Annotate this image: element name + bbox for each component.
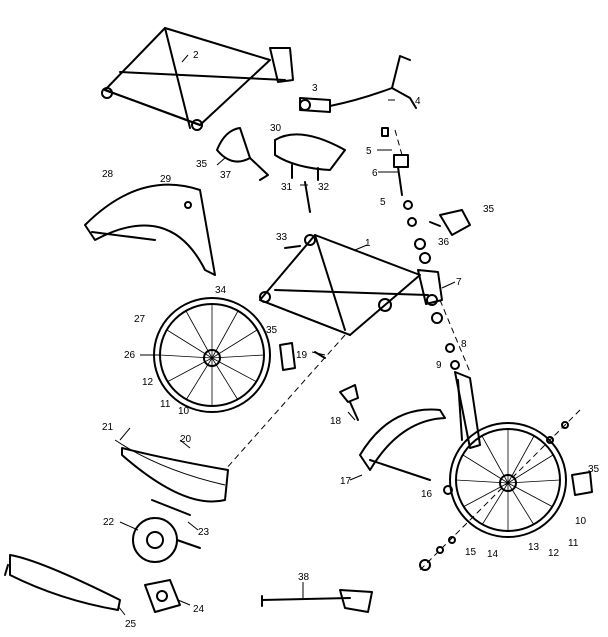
label-chainwheel: 22 — [103, 517, 115, 528]
label-axle-assembly: 15 — [465, 547, 477, 558]
label-hub-shell-front: 12 — [548, 548, 560, 559]
label-headset-lower: 5 — [380, 197, 386, 208]
front-wheel-spokes — [455, 429, 561, 531]
label-crank-pin: 23 — [198, 527, 210, 538]
label-spoke-rear: 11 — [160, 399, 171, 410]
front-fender-part — [359, 408, 446, 481]
reflector-front-part — [571, 471, 593, 496]
label-seat-post-left: 31 — [281, 182, 293, 193]
label-spoke-front: 13 — [528, 542, 540, 553]
bolt-part — [284, 245, 301, 249]
reflector-right-part — [429, 209, 471, 236]
fork-bearing-part — [445, 343, 460, 370]
label-reflector-left: 35 — [196, 159, 208, 170]
label-stem: 6 — [372, 168, 378, 179]
chainwheel-part — [132, 517, 201, 563]
kickstand-part — [339, 384, 359, 421]
chain-guard-part — [114, 439, 229, 503]
seat-post-part — [304, 181, 311, 213]
main-frame-part — [259, 234, 443, 336]
label-fork-bearing: 8 — [461, 339, 467, 350]
assembly-lines — [224, 129, 581, 571]
label-axle-nut-front: 11 — [568, 538, 579, 549]
label-bearing-set: 7 — [456, 277, 462, 288]
handlebar-part — [299, 55, 417, 113]
label-handlebar-grip: 3 — [312, 83, 318, 94]
pedal-part — [144, 579, 181, 613]
label-wheel-rim-rear: 34 — [215, 285, 227, 296]
label-axle-nut-rear: 12 — [142, 377, 154, 388]
headset-stack-part — [381, 127, 417, 227]
label-bolt: 33 — [276, 232, 288, 243]
label-fender-front: 17 — [340, 476, 352, 487]
label-wheel-rear: 10 — [178, 406, 190, 417]
label-fender-rear-top: 28 — [102, 169, 114, 180]
crank-arm-part — [4, 554, 121, 611]
reflector-left-part — [216, 127, 269, 181]
label-pedal-crank-small: 37 — [220, 170, 232, 181]
label-pedal: 24 — [193, 604, 205, 615]
label-hub-front: 16 — [421, 489, 433, 500]
label-wheel-front: 10 — [575, 516, 587, 527]
axle-assembly-part — [419, 421, 569, 571]
rear-wheel-part — [153, 297, 271, 413]
label-chain-guard: 20 — [180, 434, 192, 445]
label-frame-main: 1 — [365, 238, 371, 249]
label-fork-nut: 9 — [436, 360, 442, 371]
label-crank-arm: 25 — [125, 619, 137, 630]
label-fender-rear-mid: 29 — [160, 174, 172, 185]
label-wheel-tire-rear: 27 — [134, 314, 146, 325]
label-brake-block: 19 — [296, 350, 308, 361]
label-handlebar: 4 — [415, 96, 421, 107]
saddle-part — [274, 133, 346, 181]
label-kickstand: 18 — [330, 416, 342, 427]
label-reflector-bracket: 36 — [438, 237, 450, 248]
fork-part — [454, 371, 481, 449]
leader-lines — [117, 54, 456, 616]
brake-rod-part — [261, 589, 373, 613]
crank-pin-part — [151, 499, 191, 516]
part-labels: 2 3 4 30 5 35 6 37 31 32 5 28 29 35 33 3… — [102, 50, 600, 630]
label-reflector-mid: 35 — [266, 325, 278, 336]
label-axle-front: 14 — [487, 549, 499, 560]
label-chain-guard-wire: 21 — [102, 422, 114, 433]
label-brake-rod: 38 — [298, 572, 310, 583]
bearing-set-part — [414, 238, 443, 324]
front-wheel-part — [443, 422, 567, 538]
frame-top-part — [101, 27, 294, 131]
label-headset-upper: 5 — [366, 146, 372, 157]
label-hub-rear: 26 — [124, 350, 136, 361]
rear-wheel-spokes — [159, 304, 265, 406]
label-seat-post-right: 32 — [318, 182, 330, 193]
label-frame-top: 2 — [193, 50, 199, 61]
label-reflector-front: 35 — [588, 464, 600, 475]
rear-fender-part — [84, 183, 216, 276]
label-saddle: 30 — [270, 123, 282, 134]
label-reflector-right: 35 — [483, 204, 495, 215]
